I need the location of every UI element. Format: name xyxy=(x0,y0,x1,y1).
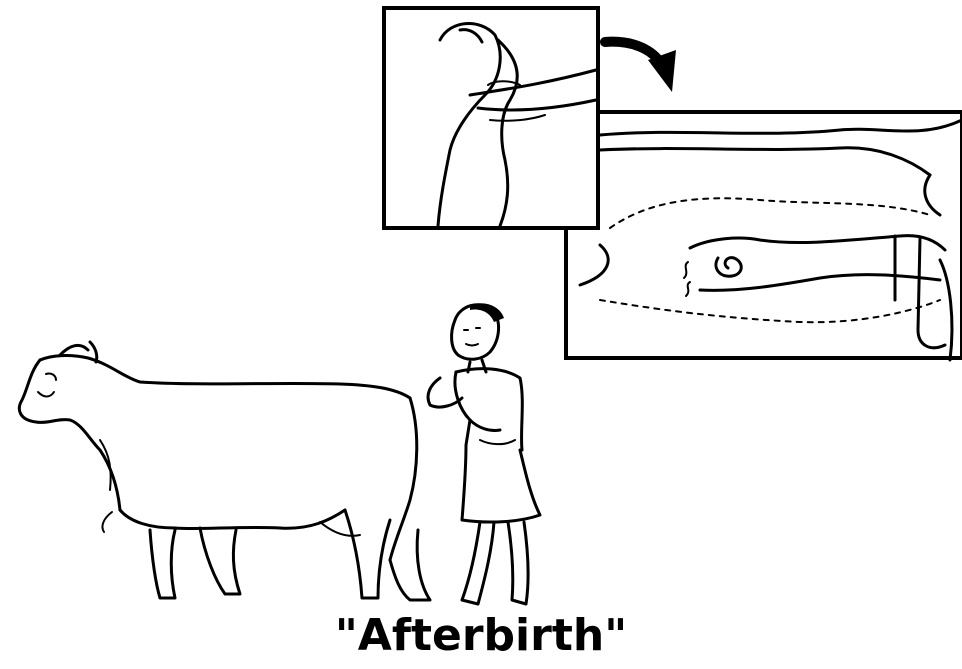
cow-figure xyxy=(19,342,430,600)
inset-hand-panel xyxy=(384,8,598,228)
arrow-icon xyxy=(605,42,676,92)
inset-internal-view-panel xyxy=(566,112,962,360)
caption-title: "Afterbirth" xyxy=(0,610,962,661)
woman-figure xyxy=(428,303,540,604)
